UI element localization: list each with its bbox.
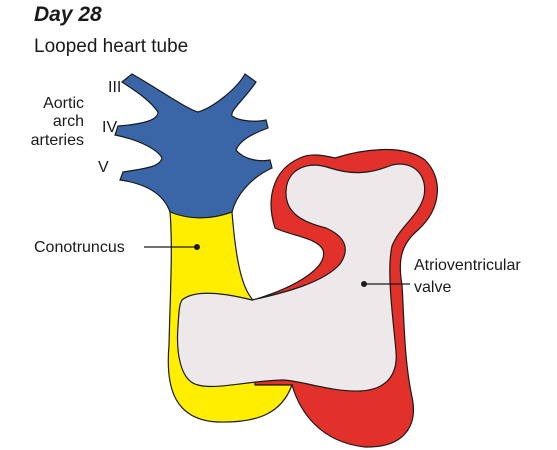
av-valve-leader-dot [361, 281, 367, 287]
arch-label-iii: III [108, 79, 121, 96]
aortic-label-line-3: arteries [31, 132, 84, 149]
av-valve-label-line-1: Atrioventricular [414, 257, 521, 274]
conotruncus-label: Conotruncus [34, 239, 125, 256]
arch-label-iv: IV [102, 119, 117, 136]
aortic-label-line-1: Aortic [43, 95, 84, 112]
aortic-arch-arteries [115, 74, 272, 218]
aortic-label-line-2: arch [53, 113, 84, 130]
conotruncus-leader-dot [194, 244, 200, 250]
arch-label-v: V [98, 159, 109, 176]
av-valve-label-line-2: valve [414, 279, 451, 296]
